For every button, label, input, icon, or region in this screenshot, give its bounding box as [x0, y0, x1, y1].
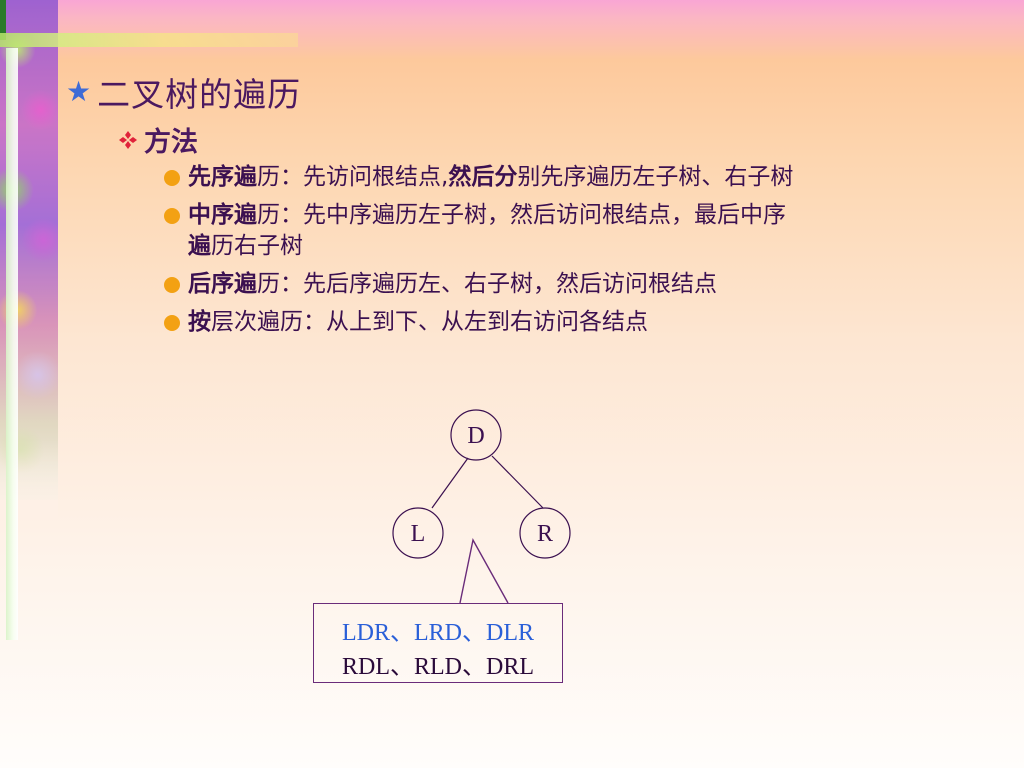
- node-left: [392, 507, 444, 559]
- bullet-dot-icon: [164, 277, 180, 293]
- four-diamond-bullet-icon: [119, 130, 137, 149]
- node-right-label: R: [537, 521, 553, 547]
- node-left-label: L: [411, 521, 426, 547]
- traversal-orders-line1: LDR、LRD、DLR: [342, 620, 534, 646]
- node-root-label: D: [467, 423, 484, 449]
- binary-tree-diagram: D L R: [392, 409, 571, 604]
- bullet-text: 中序遍历：先中序遍历左子树，然后访问根结点，最后中序遍历右子树: [188, 202, 786, 259]
- callout-pointer: [459, 538, 509, 604]
- bullet-text: 先序遍历：先访问根结点,然后分别先序遍历左子树、右子树: [188, 164, 794, 190]
- bullet-list: 先序遍历：先访问根结点,然后分别先序遍历左子树、右子树 中序遍历：先中序遍历左子…: [164, 162, 954, 345]
- bullet-item: 中序遍历：先中序遍历左子树，然后访问根结点，最后中序遍历右子树: [164, 200, 954, 262]
- subheading: 方法: [144, 127, 198, 158]
- slide-title: 二叉树的遍历: [97, 75, 302, 114]
- bullet-text: 按层次遍历：从上到下、从左到右访问各结点: [188, 309, 648, 335]
- bullet-text: 后序遍历：先后序遍历左、右子树，然后访问根结点: [188, 271, 717, 297]
- traversal-orders-line2: RDL、RLD、DRL: [342, 654, 534, 680]
- bullet-item: 按层次遍历：从上到下、从左到右访问各结点: [164, 307, 954, 338]
- bullet-item: 先序遍历：先访问根结点,然后分别先序遍历左子树、右子树: [164, 162, 954, 193]
- bullet-dot-icon: [164, 315, 180, 331]
- slide-title-row: ★ 二叉树的遍历: [66, 68, 301, 116]
- decorative-side-bar: [6, 48, 18, 640]
- bullet-item: 后序遍历：先后序遍历左、右子树，然后访问根结点: [164, 269, 954, 300]
- decorative-top-rule: [0, 33, 298, 47]
- star-icon: ★: [66, 75, 92, 108]
- edge-root-right: [491, 455, 544, 509]
- node-right: [519, 507, 571, 559]
- bullet-dot-icon: [164, 208, 180, 224]
- subheading-row: 方法: [118, 120, 198, 159]
- traversal-orders-box: LDR、LRD、DLR RDL、RLD、DRL: [313, 603, 563, 683]
- node-root: [450, 409, 502, 461]
- edge-root-left: [431, 457, 469, 509]
- decorative-corner-bar: [0, 0, 6, 40]
- bullet-dot-icon: [164, 170, 180, 186]
